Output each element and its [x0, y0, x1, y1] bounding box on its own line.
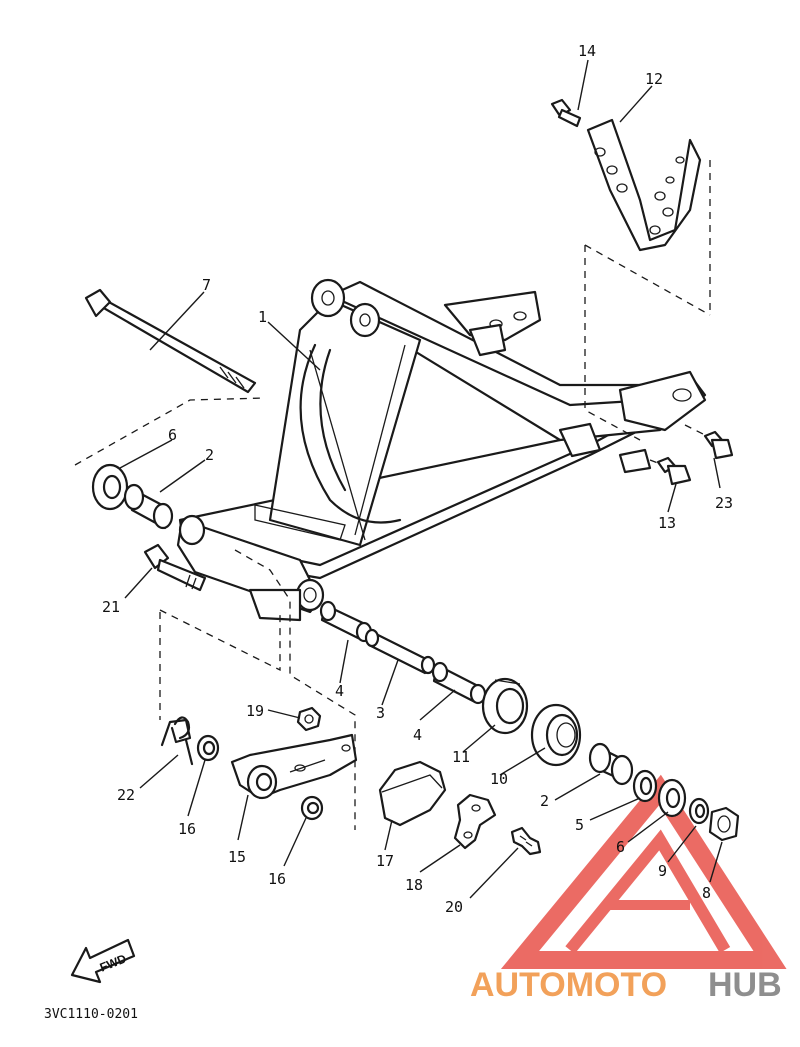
pivot-shaft-bolt	[84, 288, 257, 394]
callout-12: 12	[645, 70, 663, 88]
callout-8: 8	[702, 884, 711, 902]
bolt-13	[656, 456, 692, 486]
nut-19	[296, 706, 322, 732]
bearing-11	[481, 677, 529, 735]
callout-21: 21	[102, 598, 120, 616]
washer-9	[688, 797, 710, 825]
callout-18: 18	[405, 876, 423, 894]
spacer-tube-3	[364, 628, 436, 675]
callout-2-left: 2	[205, 446, 214, 464]
callout-3: 3	[376, 704, 385, 722]
callout-11: 11	[452, 748, 470, 766]
watermark-text-automoto: AUTOMOTO	[470, 966, 667, 1004]
callout-1: 1	[258, 308, 267, 326]
block-17	[378, 760, 447, 827]
bolt-21	[143, 543, 207, 592]
callout-19: 19	[246, 702, 264, 720]
callout-22: 22	[117, 786, 135, 804]
collar-16b	[300, 795, 324, 821]
callout-5: 5	[575, 816, 584, 834]
bolt-23	[703, 430, 734, 460]
spacer-collar-4b	[431, 661, 487, 705]
reference-dashed-lines	[74, 160, 711, 830]
callout-4-left: 4	[335, 682, 344, 700]
watermark-logo	[500, 774, 787, 969]
oil-seal-right	[657, 778, 687, 818]
leader-lines	[119, 59, 723, 899]
swingarm-frame	[176, 278, 707, 622]
bracket-12	[586, 118, 702, 252]
plate-18	[453, 793, 497, 850]
spacer-collar-4a	[319, 600, 373, 643]
fwd-arrow-icon: FWD	[70, 938, 136, 984]
brake-arm-15	[230, 733, 358, 800]
washer-5	[632, 769, 658, 803]
callout-9: 9	[658, 862, 667, 880]
callout-6-left: 6	[168, 426, 177, 444]
callout-14: 14	[578, 42, 596, 60]
callout-10: 10	[490, 770, 508, 788]
nut-8	[708, 806, 740, 842]
bushing-left	[123, 483, 174, 530]
callout-16-left: 16	[178, 820, 196, 838]
screw-20	[510, 826, 542, 856]
callout-15: 15	[228, 848, 246, 866]
callout-6-right: 6	[616, 838, 625, 856]
callout-13: 13	[658, 514, 676, 532]
callout-labels: 1 2 2 3 4 4 5 6 6 7 8 9 10 11 12 13 14 1…	[102, 42, 733, 916]
callout-20: 20	[445, 898, 463, 916]
oil-seal-left	[91, 463, 129, 511]
spring-22	[160, 716, 194, 766]
bushing-right	[588, 742, 634, 786]
callout-4-right: 4	[413, 726, 422, 744]
bearing-10	[530, 703, 582, 767]
callout-23: 23	[715, 494, 733, 512]
collar-16a	[196, 734, 220, 762]
callout-17: 17	[376, 852, 394, 870]
bolt-14	[550, 98, 582, 128]
callout-7: 7	[202, 276, 211, 294]
callout-2-right: 2	[540, 792, 549, 810]
watermark-text-hub: HUB	[708, 966, 782, 1004]
callout-16-right: 16	[268, 870, 286, 888]
diagram-part-code: 3VC1110-0201	[44, 1007, 138, 1022]
